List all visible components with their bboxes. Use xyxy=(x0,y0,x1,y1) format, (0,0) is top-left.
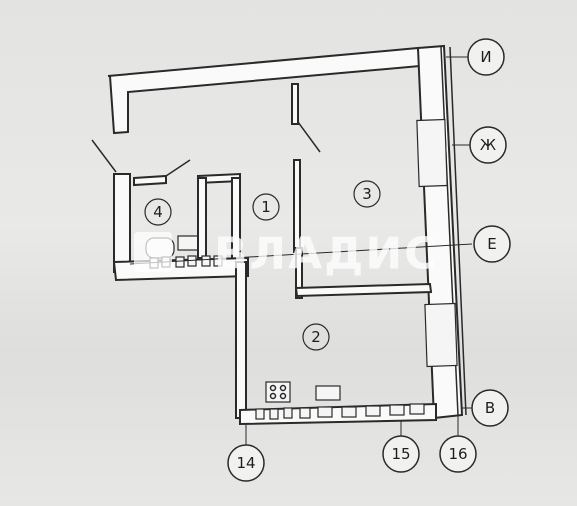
axis-label-14: 14 xyxy=(236,454,255,472)
svg-text:4: 4 xyxy=(153,203,163,221)
axis-bubble-i: И xyxy=(467,38,505,76)
axis-bubble-v: В xyxy=(471,389,509,427)
door-swing xyxy=(297,121,321,153)
room-label-4: 4 xyxy=(144,198,172,226)
axis-bubble-14: 14 xyxy=(227,444,265,482)
svg-text:1: 1 xyxy=(261,198,271,216)
axis-bubble-e: Е xyxy=(473,225,511,263)
room-label-1: 1 xyxy=(252,193,280,221)
axis-label-i: И xyxy=(480,48,491,66)
room1-wall-left xyxy=(197,177,207,259)
watermark-text: ВЛАДИС xyxy=(214,229,438,280)
axis-label-16: 16 xyxy=(448,445,467,463)
sink-fixture xyxy=(177,235,199,251)
room4-wall-left xyxy=(113,173,131,273)
svg-text:2: 2 xyxy=(311,328,321,346)
axis-label-15: 15 xyxy=(391,445,410,463)
partition-room3-top xyxy=(291,83,299,125)
door-swing xyxy=(91,139,117,173)
svg-text:3: 3 xyxy=(362,185,372,203)
room2-wall-left xyxy=(235,261,247,419)
door-swing xyxy=(165,159,191,177)
room-label-3: 3 xyxy=(353,180,381,208)
partition-room3-bottom xyxy=(294,282,433,298)
room-label-2: 2 xyxy=(302,323,330,351)
axis-bubble-15: 15 xyxy=(382,435,420,473)
axis-label-zh: Ж xyxy=(480,136,496,154)
kitchen-sink-fixture xyxy=(315,385,341,401)
watermark-logo: ВЛАДИС xyxy=(134,229,438,280)
axis-bubble-zh: Ж xyxy=(469,126,507,164)
exterior-wall-bottom xyxy=(239,402,437,426)
room4-wall-top xyxy=(133,174,167,187)
axis-label-v: В xyxy=(485,399,495,417)
axis-bubble-16: 16 xyxy=(439,435,477,473)
axis-line-e xyxy=(129,243,473,265)
exterior-wall-top xyxy=(107,46,422,135)
kitchen-units xyxy=(255,381,425,420)
stove-fixture xyxy=(265,381,291,403)
partition-room3-low xyxy=(295,247,303,299)
window-upper xyxy=(416,118,448,188)
window-lower xyxy=(424,302,458,368)
wall-line xyxy=(449,46,467,416)
axis-label-e: Е xyxy=(487,235,496,253)
